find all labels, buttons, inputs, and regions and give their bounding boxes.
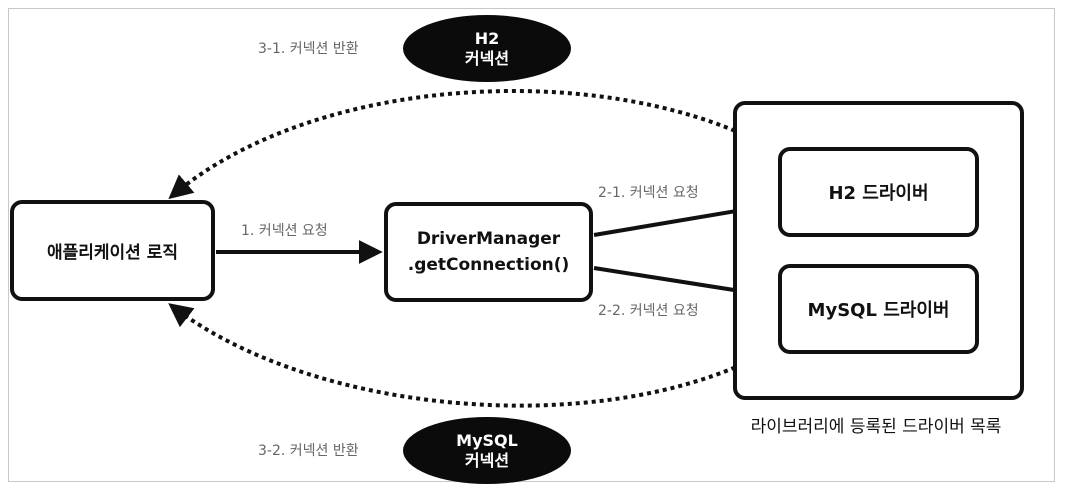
mysql-driver-box: MySQL 드라이버 [778, 264, 979, 354]
driver-list-container [733, 101, 1024, 400]
mysql-connection-line2: 커넥션 [464, 450, 510, 470]
label-step2-2: 2-2. 커넥션 요청 [598, 303, 699, 319]
arrow-h2-return [168, 89, 780, 200]
h2-driver-box: H2 드라이버 [778, 147, 979, 237]
label-step2-1: 2-1. 커넥션 요청 [598, 185, 699, 201]
diagram-frame [8, 8, 1055, 482]
h2-driver-label: H2 드라이버 [828, 183, 929, 204]
mysql-connection-ellipse: MySQL 커넥션 [403, 417, 571, 484]
label-step3-1: 3-1. 커넥션 반환 [258, 41, 359, 57]
h2-connection-line2: 커넥션 [464, 48, 510, 68]
driver-manager-label-line1: DriverManager [416, 229, 561, 249]
mysql-connection-line1: MySQL [456, 430, 518, 450]
h2-connection-ellipse: H2 커넥션 [403, 15, 571, 82]
app-logic-label: 애플리케이션 로직 [46, 243, 179, 263]
driver-manager-label-line2: .getConnection() [407, 255, 570, 275]
label-step3-2: 3-2. 커넥션 반환 [258, 443, 359, 459]
label-step1: 1. 커넥션 요청 [241, 223, 328, 239]
h2-connection-line1: H2 [474, 28, 500, 48]
arrow-mysql-return [168, 303, 780, 408]
driver-list-caption: 라이브러리에 등록된 드라이버 목록 [750, 417, 1002, 437]
mysql-driver-label: MySQL 드라이버 [807, 300, 950, 321]
app-logic-box: 애플리케이션 로직 [10, 200, 215, 301]
driver-manager-box: DriverManager .getConnection() [384, 202, 593, 302]
